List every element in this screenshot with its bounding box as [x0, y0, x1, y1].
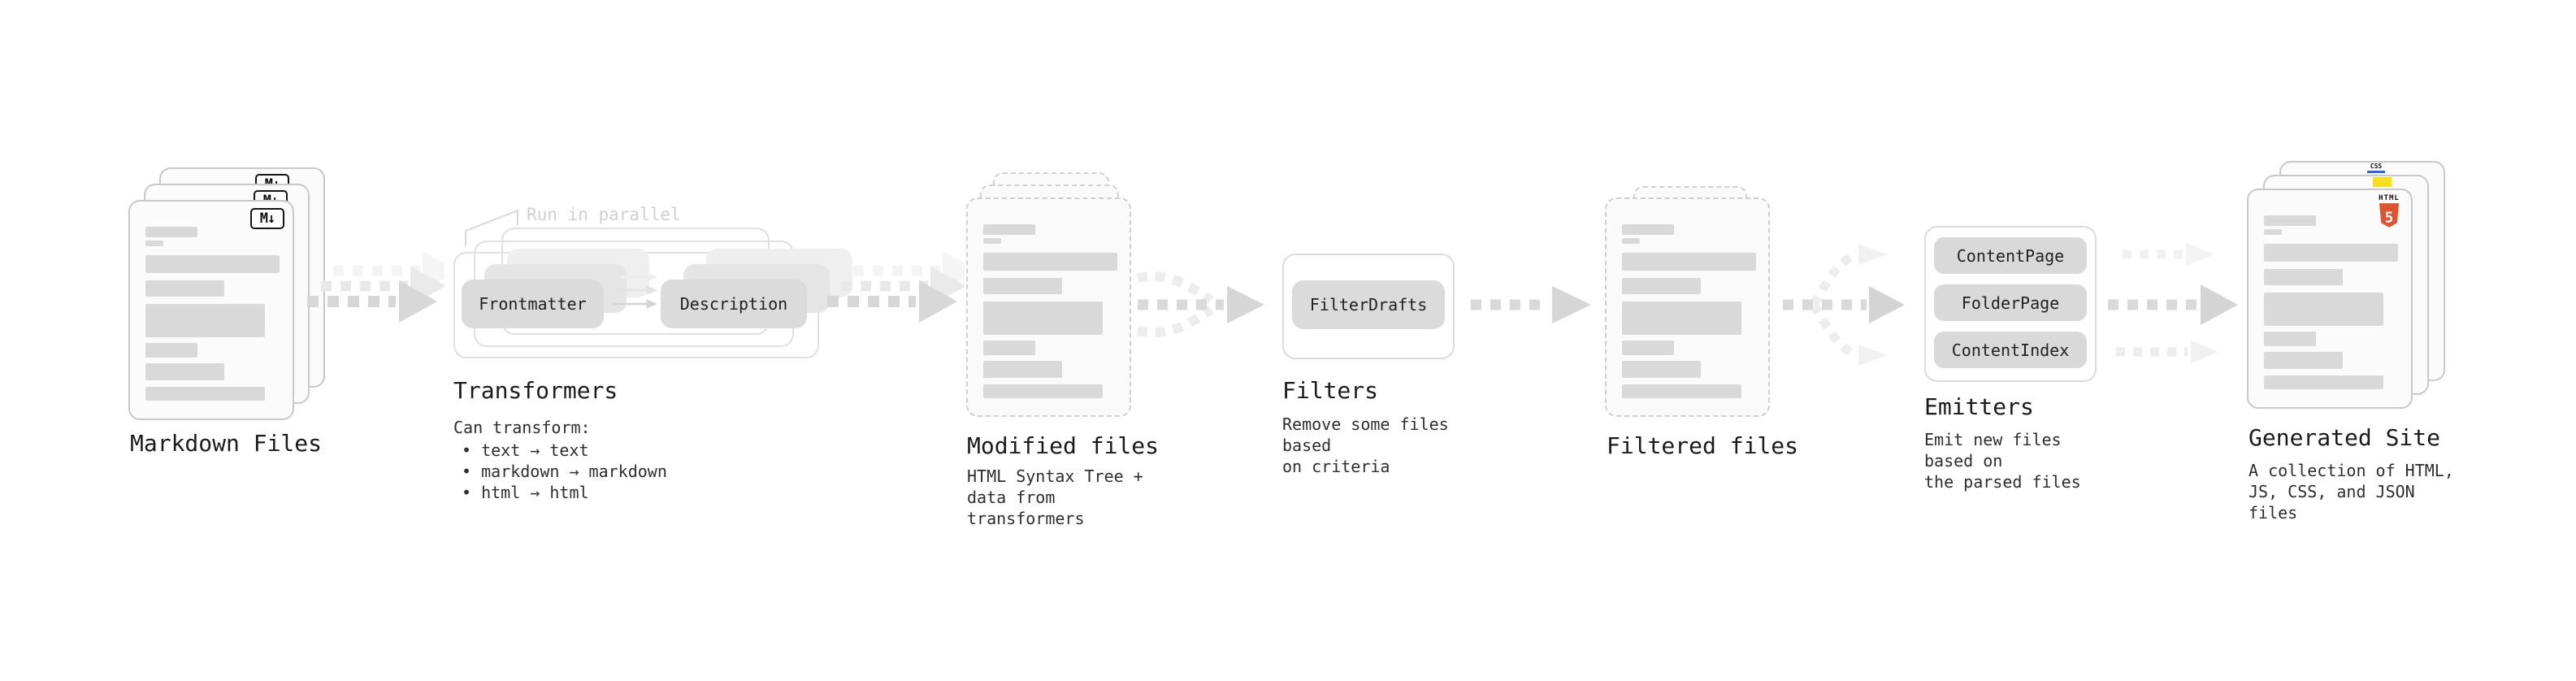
- run-in-parallel-note: Run in parallel: [527, 205, 681, 224]
- bullet-item: • text → text: [462, 440, 589, 460]
- stage-label-modified-files: Modified files: [967, 432, 1160, 459]
- doc-line-bar: [983, 224, 1035, 235]
- document-dashed-front: [1605, 197, 1770, 417]
- html5-icon: HTML 5: [2377, 195, 2401, 228]
- stage-transformers: Run in parallel Frontmatter Description …: [453, 203, 852, 512]
- doc-line-bar: [145, 241, 163, 246]
- css-icon-label: CSS: [2370, 163, 2383, 170]
- doc-line-bar: [983, 278, 1062, 294]
- flow-arrow-markdown-to-transformers: [307, 251, 445, 323]
- doc-line-bar: [983, 361, 1062, 378]
- doc-line-bar: [2264, 352, 2343, 369]
- bullet-item: • html → html: [462, 483, 589, 502]
- doc-line-bar: [983, 301, 1103, 335]
- modified-files-description: HTML Syntax Tree + data from transformer…: [967, 466, 1143, 528]
- doc-line-bar: [145, 363, 224, 380]
- doc-line-bar: [2264, 269, 2343, 285]
- doc-line-bar: [145, 387, 265, 401]
- doc-line-bar: [1622, 361, 1701, 378]
- pill-contentindex: ContentIndex: [1934, 332, 2087, 368]
- note-callout-line: [465, 209, 518, 246]
- document-skeleton: [2264, 215, 2398, 389]
- doc-line-bar: [2264, 244, 2398, 262]
- generated-site-description: A collection of HTML, JS, CSS, and JSON …: [2249, 461, 2454, 523]
- document-sheet-front: HTML 5: [2247, 189, 2413, 409]
- doc-line-bar: [983, 253, 1117, 271]
- document-skeleton: [1622, 224, 1756, 398]
- stage-emitters: ContentPage FolderPage ContentIndex Emit…: [1924, 226, 2119, 494]
- stage-label-filters: Filters: [1282, 377, 1379, 404]
- stage-filtered-files: Filtered files: [1605, 159, 1798, 484]
- doc-line-bar: [1622, 224, 1674, 235]
- transform-mini-arrows-icon: [613, 272, 658, 309]
- doc-line-bar: [2264, 375, 2383, 389]
- css-icon: CSS: [2367, 163, 2385, 173]
- pill-description: Description: [661, 280, 807, 328]
- html5-icon-word: HTML: [2379, 194, 2400, 202]
- emitters-description: Emit new files based on the parsed files: [1924, 430, 2081, 492]
- document-dashed-front: [966, 197, 1131, 417]
- doc-line-bar: [2264, 332, 2316, 346]
- doc-line-bar: [145, 227, 197, 237]
- doc-line-bar: [1622, 384, 1741, 398]
- stage-filters: FilterDrafts Filters Remove some files b…: [1282, 254, 1477, 476]
- transformers-description: Can transform:: [453, 418, 591, 437]
- pill-filterdrafts: FilterDrafts: [1292, 280, 1445, 329]
- doc-line-bar: [145, 304, 265, 337]
- pill-folderpage: FolderPage: [1934, 284, 2087, 321]
- js-icon: [2373, 177, 2392, 187]
- flow-arrow-transformers-to-modified: [827, 251, 965, 323]
- flow-arrow-modified-to-filters: [1136, 271, 1264, 338]
- flow-arrow-filters-to-filtered: [1471, 286, 1591, 323]
- stage-label-filtered-files: Filtered files: [1607, 432, 1799, 459]
- stage-modified-files: Modified files HTML Syntax Tree + data f…: [966, 159, 1159, 528]
- bullet-item: • markdown → markdown: [462, 462, 667, 481]
- doc-line-bar: [1622, 340, 1674, 355]
- transformers-bullet-list: • text → text • markdown → markdown • ht…: [462, 440, 667, 503]
- doc-line-bar: [1622, 253, 1756, 271]
- doc-line-bar: [145, 255, 280, 273]
- stage-generated-site: CSS HTML 5 Generated Site A collection o…: [2247, 151, 2458, 523]
- pill-frontmatter: Frontmatter: [462, 280, 604, 328]
- doc-line-bar: [2264, 293, 2383, 326]
- stage-label-transformers: Transformers: [453, 377, 618, 404]
- doc-line-bar: [983, 340, 1035, 355]
- doc-line-bar: [145, 280, 224, 297]
- document-sheet-front: M↓: [128, 200, 294, 420]
- doc-line-bar: [2264, 215, 2316, 226]
- document-skeleton: [145, 227, 280, 401]
- flow-arrow-filtered-to-emitters: [1783, 244, 1905, 366]
- svg-text:5: 5: [2385, 210, 2394, 226]
- pill-contentpage: ContentPage: [1934, 237, 2087, 274]
- stage-label-markdown-files: Markdown Files: [130, 430, 323, 457]
- doc-line-bar: [1622, 238, 1640, 244]
- markdown-icon: M↓: [250, 208, 284, 229]
- doc-line-bar: [2264, 229, 2282, 235]
- doc-line-bar: [1622, 278, 1701, 294]
- filters-description: Remove some files based on criteria: [1282, 414, 1449, 476]
- doc-line-bar: [1622, 301, 1741, 335]
- flow-arrow-emitters-to-generated: [2108, 243, 2238, 363]
- html5-shield-icon: 5: [2379, 203, 2400, 228]
- doc-line-bar: [983, 238, 1001, 244]
- stage-markdown-files: M↓ M↓ M↓ Markdown Files: [128, 159, 340, 468]
- stage-label-emitters: Emitters: [1924, 393, 2034, 420]
- stage-label-generated-site: Generated Site: [2249, 424, 2441, 451]
- document-skeleton: [983, 224, 1117, 398]
- doc-line-bar: [983, 384, 1103, 398]
- doc-line-bar: [145, 343, 197, 358]
